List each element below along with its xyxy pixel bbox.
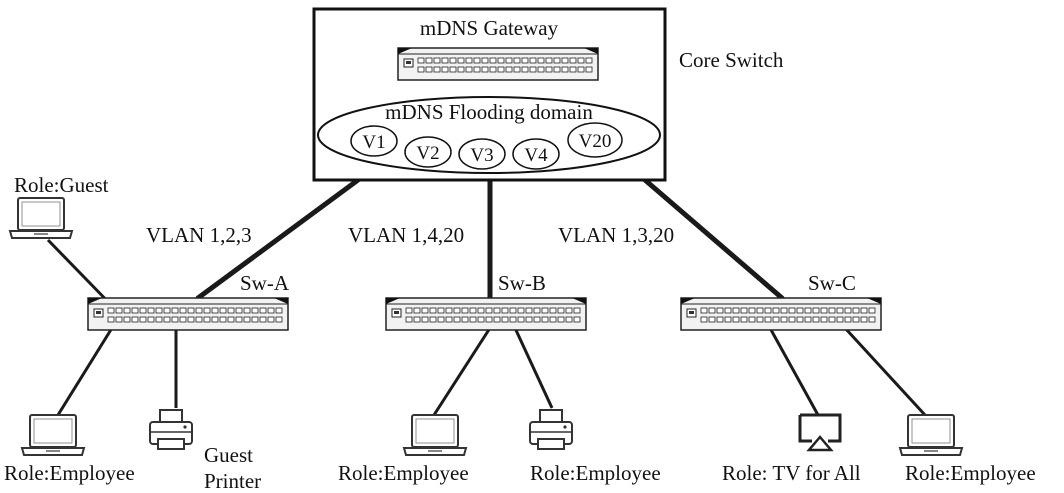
link-b-laptop: [432, 327, 492, 416]
switch-icon: [385, 297, 587, 331]
core-switch: mDNS Gateway mDNS Flooding domain V1 V2 …: [312, 7, 667, 182]
laptop-icon: [9, 197, 73, 239]
a-printer-label-line1: Guest: [204, 443, 253, 467]
switch-icon: [680, 297, 882, 331]
core-switch-label: Core Switch: [679, 48, 784, 72]
b-printer-label: Role:Employee: [530, 461, 661, 485]
vlan-bubble-v1: V1: [362, 132, 385, 153]
link-core-to-sw-c: [642, 177, 785, 301]
c-tv-label: Role: TV for All: [722, 461, 861, 485]
link-label-a: VLAN 1,2,3: [146, 223, 252, 247]
link-a-laptop: [56, 327, 114, 416]
guest-laptop-label: Role:Guest: [14, 173, 109, 197]
vlan-bubble-v2: V2: [416, 143, 439, 164]
link-core-to-sw-a: [195, 177, 361, 301]
vlan-bubble-v4: V4: [524, 145, 548, 166]
flood-label: mDNS Flooding domain: [385, 100, 593, 124]
vlan-bubble-v3: V3: [470, 145, 493, 166]
switch-icon: [87, 297, 289, 331]
a-printer-label-line2: Printer: [204, 469, 261, 493]
laptop-icon: [899, 414, 963, 456]
c-laptop-label: Role:Employee: [905, 461, 1036, 485]
b-laptop-label: Role:Employee: [338, 461, 469, 485]
vlan-bubbles: V1 V2 V3 V4 V20: [350, 122, 623, 170]
flooding-domain-ellipse: [317, 96, 661, 174]
link-b-printer: [513, 327, 554, 409]
switch-a-label: Sw-A: [240, 271, 290, 295]
tv-icon: [798, 413, 842, 452]
link-c-laptop: [843, 326, 927, 417]
switch-icon: [397, 47, 599, 81]
device-links: [46, 238, 927, 417]
laptop-icon: [21, 414, 85, 456]
vlan-bubble-v20: V20: [579, 131, 612, 152]
switch-b-label: Sw-B: [498, 271, 546, 295]
laptop-icon: [403, 414, 467, 456]
links: [195, 177, 785, 301]
printer-icon: [529, 409, 573, 450]
link-label-c: VLAN 1,3,20: [558, 223, 674, 247]
link-label-b: VLAN 1,4,20: [348, 223, 464, 247]
printer-icon: [149, 409, 193, 450]
switch-c-label: Sw-C: [808, 271, 856, 295]
gateway-label: mDNS Gateway: [420, 16, 559, 40]
link-c-tv: [768, 327, 820, 416]
a-laptop-label: Role:Employee: [4, 461, 135, 485]
